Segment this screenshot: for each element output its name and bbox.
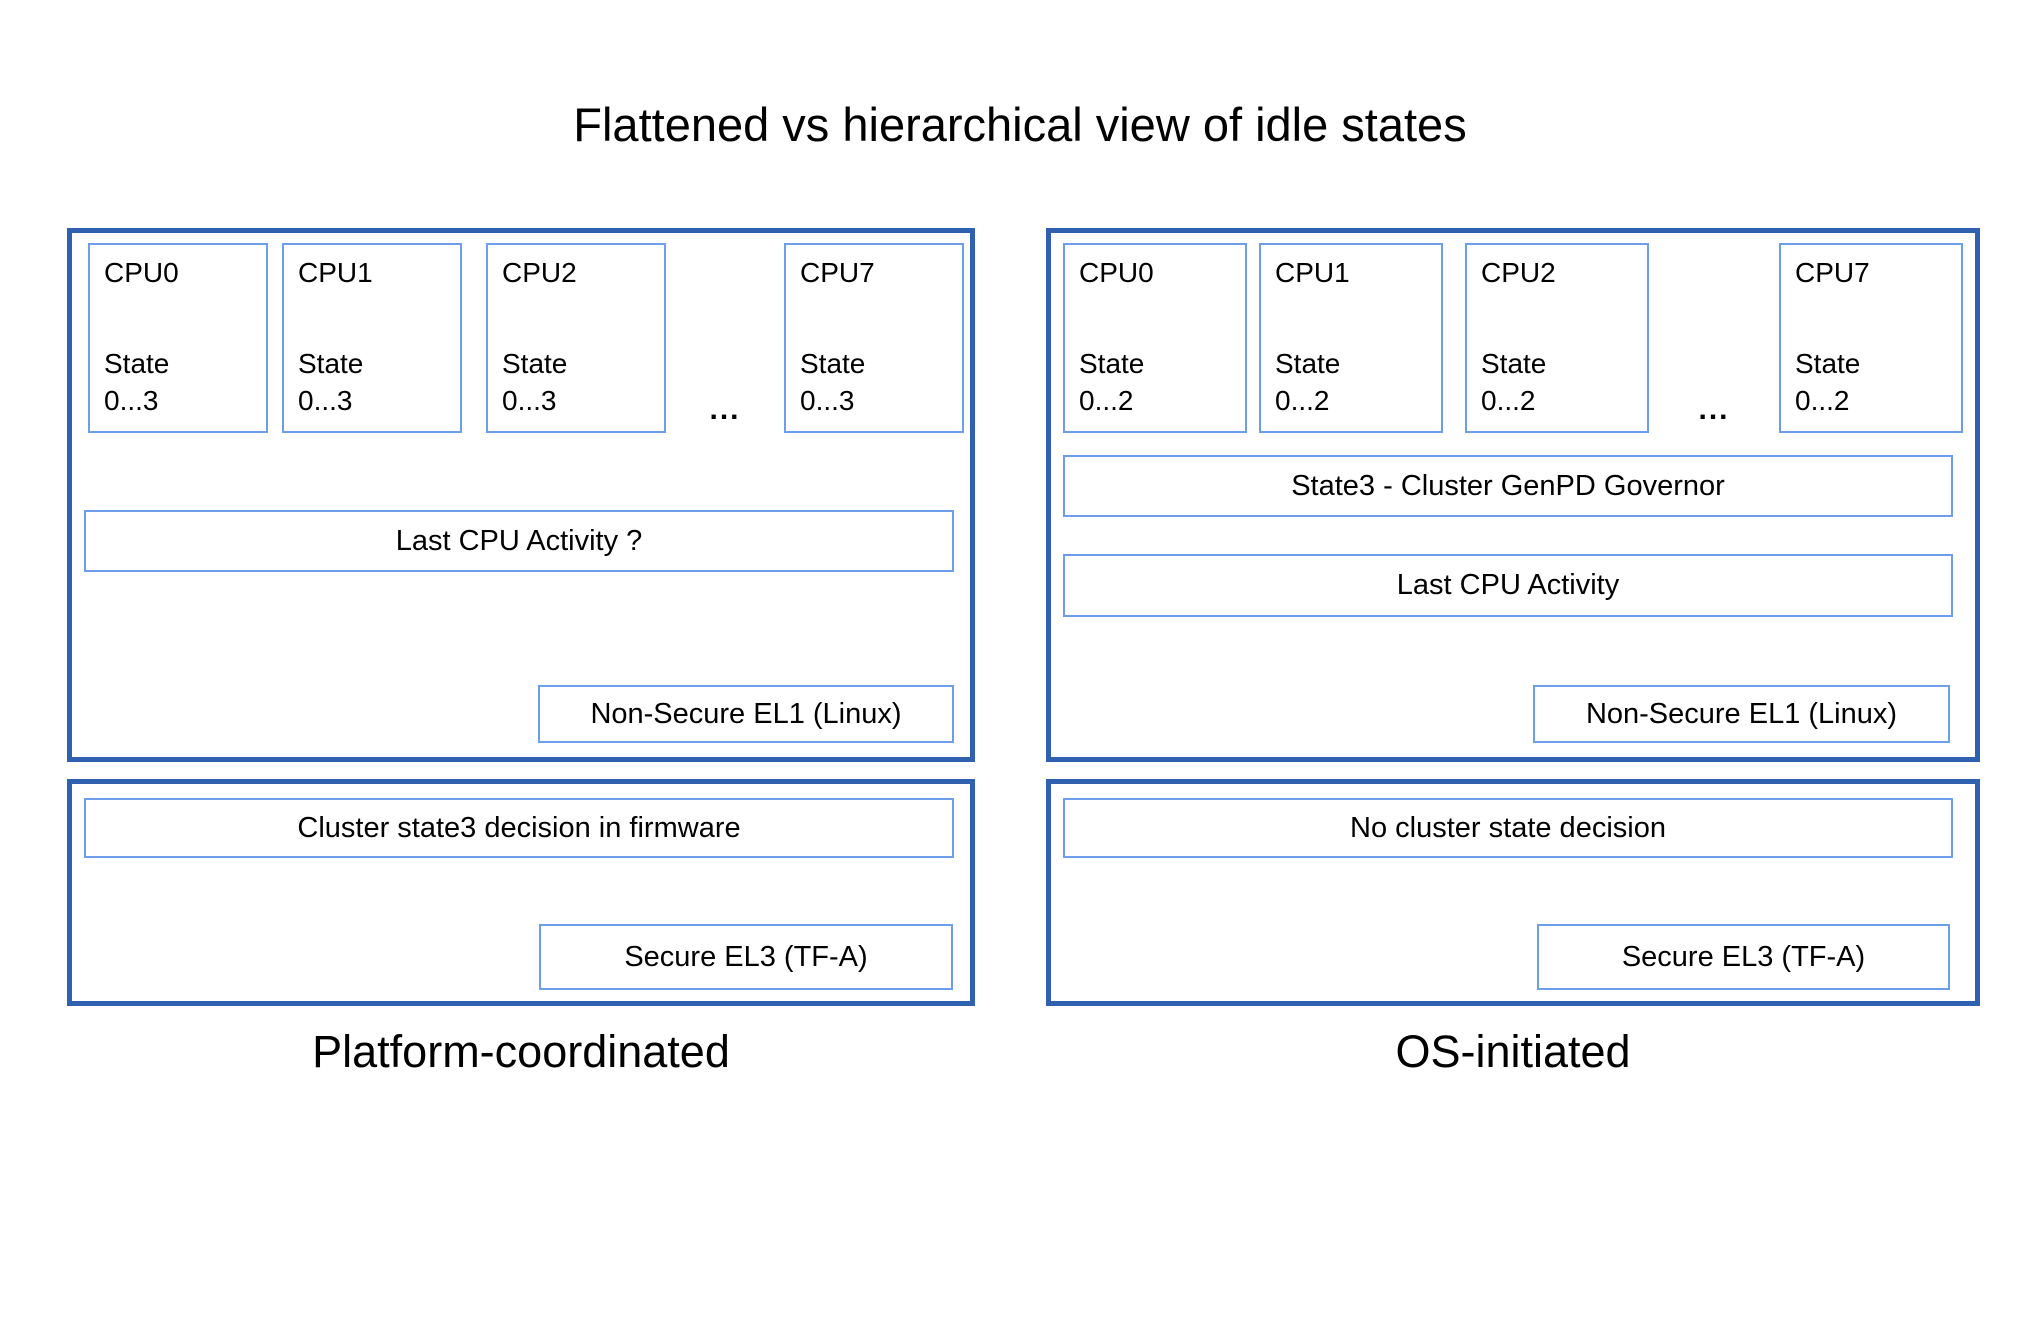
- cpu-state-label: State: [1481, 348, 1547, 380]
- cpu-state-label: State: [104, 348, 170, 380]
- cpu-name: CPU1: [1275, 257, 1350, 288]
- platform-coordinated-caption: Platform-coordinated: [312, 1026, 730, 1077]
- cpu-state-label: State: [1795, 348, 1861, 380]
- cpu-state: State 0...3: [502, 346, 567, 419]
- cpu-state-label: State: [1079, 348, 1145, 380]
- cpu-state-range: 0...2: [1079, 384, 1134, 416]
- secure-el3-box: Secure EL3 (TF-A): [539, 924, 953, 990]
- no-cluster-state-decision-box: No cluster state decision: [1063, 798, 1953, 858]
- cpu-box-cpu0: CPU0 State 0...2: [1063, 243, 1247, 433]
- platform-coordinated-el3-panel: Cluster state3 decision in firmware Secu…: [67, 779, 975, 1006]
- last-cpu-activity-box: Last CPU Activity ?: [84, 510, 954, 572]
- cpu-state: State 0...2: [1795, 346, 1860, 419]
- cpu-box-cpu2: CPU2 State 0...2: [1465, 243, 1649, 433]
- cpu-state-range: 0...3: [502, 384, 557, 416]
- platform-coordinated-el1-panel: CPU0 State 0...3 CPU1 State 0...3 CPU2 Sta…: [67, 228, 975, 762]
- cpu-name: CPU2: [502, 257, 577, 288]
- cpu-box-cpu7: CPU7 State 0...2: [1779, 243, 1963, 433]
- cpu-name: CPU1: [298, 257, 373, 288]
- last-cpu-activity-box: Last CPU Activity: [1063, 554, 1953, 617]
- cpu-name: CPU0: [1079, 257, 1154, 288]
- cpu-state: State 0...3: [298, 346, 363, 419]
- cpu-state-range: 0...3: [298, 384, 353, 416]
- cpu-state-range: 0...2: [1795, 384, 1850, 416]
- cpu-state: State 0...2: [1079, 346, 1144, 419]
- cpu-state-label: State: [1275, 348, 1341, 380]
- cpu-box-cpu2: CPU2 State 0...3: [486, 243, 666, 433]
- cpu-state-label: State: [298, 348, 364, 380]
- page-title: Flattened vs hierarchical view of idle s…: [573, 98, 1467, 151]
- cpu-state: State 0...3: [104, 346, 169, 419]
- cluster-state3-firmware-box: Cluster state3 decision in firmware: [84, 798, 954, 858]
- cpu-state-label: State: [800, 348, 866, 380]
- cpu-ellipsis: ...: [709, 393, 741, 426]
- cpu-box-cpu7: CPU7 State 0...3: [784, 243, 964, 433]
- cpu-state-range: 0...2: [1275, 384, 1330, 416]
- os-initiated-el3-panel: No cluster state decision Secure EL3 (TF…: [1046, 779, 1980, 1006]
- state3-genpd-governor-box: State3 - Cluster GenPD Governor: [1063, 455, 1953, 517]
- cpu-ellipsis: ...: [1698, 393, 1730, 426]
- os-initiated-el1-panel: CPU0 State 0...2 CPU1 State 0...2 CPU2 Sta…: [1046, 228, 1980, 762]
- cpu-box-cpu1: CPU1 State 0...2: [1259, 243, 1443, 433]
- cpu-name: CPU2: [1481, 257, 1556, 288]
- cpu-box-cpu1: CPU1 State 0...3: [282, 243, 462, 433]
- cpu-state: State 0...2: [1481, 346, 1546, 419]
- cpu-state-range: 0...2: [1481, 384, 1536, 416]
- cpu-state: State 0...3: [800, 346, 865, 419]
- secure-el3-box: Secure EL3 (TF-A): [1537, 924, 1950, 990]
- os-initiated-caption: OS-initiated: [1395, 1026, 1631, 1077]
- cpu-state: State 0...2: [1275, 346, 1340, 419]
- cpu-name: CPU0: [104, 257, 179, 288]
- cpu-name: CPU7: [800, 257, 875, 288]
- cpu-name: CPU7: [1795, 257, 1870, 288]
- non-secure-el1-box: Non-Secure EL1 (Linux): [1533, 685, 1950, 743]
- cpu-state-label: State: [502, 348, 568, 380]
- cpu-state-range: 0...3: [800, 384, 855, 416]
- cpu-box-cpu0: CPU0 State 0...3: [88, 243, 268, 433]
- non-secure-el1-box: Non-Secure EL1 (Linux): [538, 685, 954, 743]
- cpu-state-range: 0...3: [104, 384, 159, 416]
